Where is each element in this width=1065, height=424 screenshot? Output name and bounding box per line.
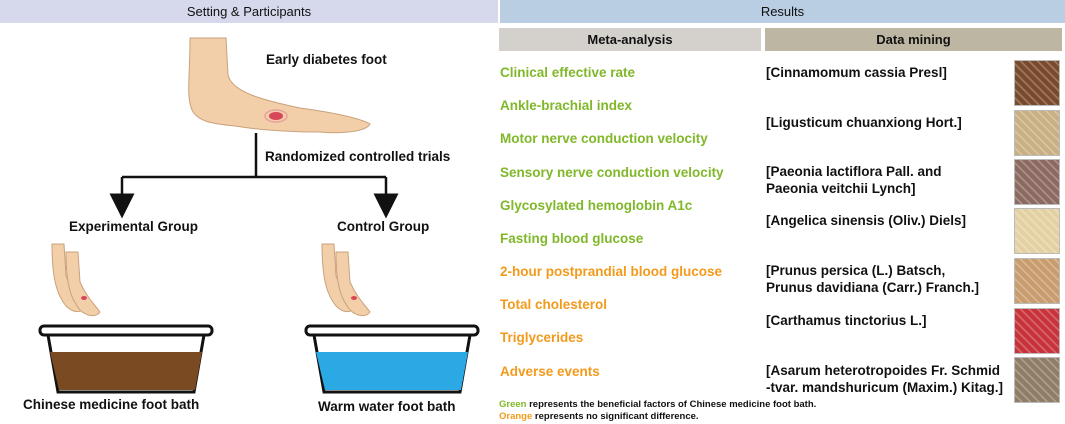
diabetic-foot-illustration (188, 37, 371, 134)
meta-result-item: Sensory nerve conduction velocity (500, 165, 724, 180)
control-feet-illustration (321, 243, 371, 317)
herb-photo (1014, 357, 1060, 403)
meta-result-item: Ankle-brachial index (500, 98, 633, 113)
column-header-data-mining: Data mining (765, 28, 1062, 51)
warm-water-bath-label: Warm water foot bath (318, 399, 456, 414)
herb-photo (1014, 159, 1060, 205)
section-header-results: Results (500, 0, 1065, 23)
herb-entry: [Ligusticum chuanxiong Hort.] (766, 115, 962, 130)
legend-orange-word: Orange (499, 411, 533, 422)
legend-orange: Orange represents no significant differe… (499, 411, 699, 422)
meta-result-item: Motor nerve conduction velocity (500, 131, 708, 146)
chinese-medicine-bath-label: Chinese medicine foot bath (23, 397, 200, 412)
experimental-group-label: Experimental Group (69, 219, 199, 234)
early-diabetes-foot-label: Early diabetes foot (266, 52, 387, 67)
herb-entry: [Prunus persica (L.) Batsch, Prunus davi… (766, 263, 980, 295)
herb-entry: [Paeonia lactiflora Pall. and Paeonia ve… (766, 164, 942, 196)
rct-label: Randomized controlled trials (265, 149, 451, 164)
herb-photo (1014, 308, 1060, 354)
control-group-label: Control Group (337, 219, 430, 234)
meta-result-item: Total cholesterol (500, 297, 608, 312)
herb-entry: [Cinnamomum cassia Presl] (766, 65, 947, 80)
herbal-foot-bath-basin (38, 324, 214, 394)
column-header-meta-analysis: Meta-analysis (499, 28, 761, 51)
herb-entry: [Angelica sinensis (Oliv.) Diels] (766, 213, 967, 228)
herb-photo (1014, 258, 1060, 304)
legend-green-text: represents the beneficial factors of Chi… (526, 399, 817, 410)
foot-ulcer-icon (269, 112, 283, 120)
meta-result-item: Fasting blood glucose (500, 231, 644, 246)
meta-result-item: Triglycerides (500, 330, 584, 345)
legend-orange-text: represents no significant difference. (532, 411, 699, 422)
herb-entry: [Carthamus tinctorius L.] (766, 313, 927, 328)
meta-result-item: 2-hour postprandial blood glucose (500, 264, 723, 279)
legend-green-word: Green (499, 399, 527, 410)
legend-green: Green represents the beneficial factors … (499, 399, 816, 410)
section-header-setting: Setting & Participants (0, 0, 498, 23)
herb-photo (1014, 208, 1060, 254)
herb-entry: [Asarum heterotropoides Fr. Schmid -tvar… (766, 363, 1004, 395)
meta-result-item: Glycosylated hemoglobin A1c (500, 198, 693, 213)
meta-result-item: Adverse events (500, 364, 600, 379)
experimental-feet-illustration (51, 243, 101, 317)
meta-result-item: Clinical effective rate (500, 65, 636, 80)
herb-photo (1014, 110, 1060, 156)
herb-photo (1014, 60, 1060, 106)
warm-water-foot-bath-basin (304, 324, 480, 394)
